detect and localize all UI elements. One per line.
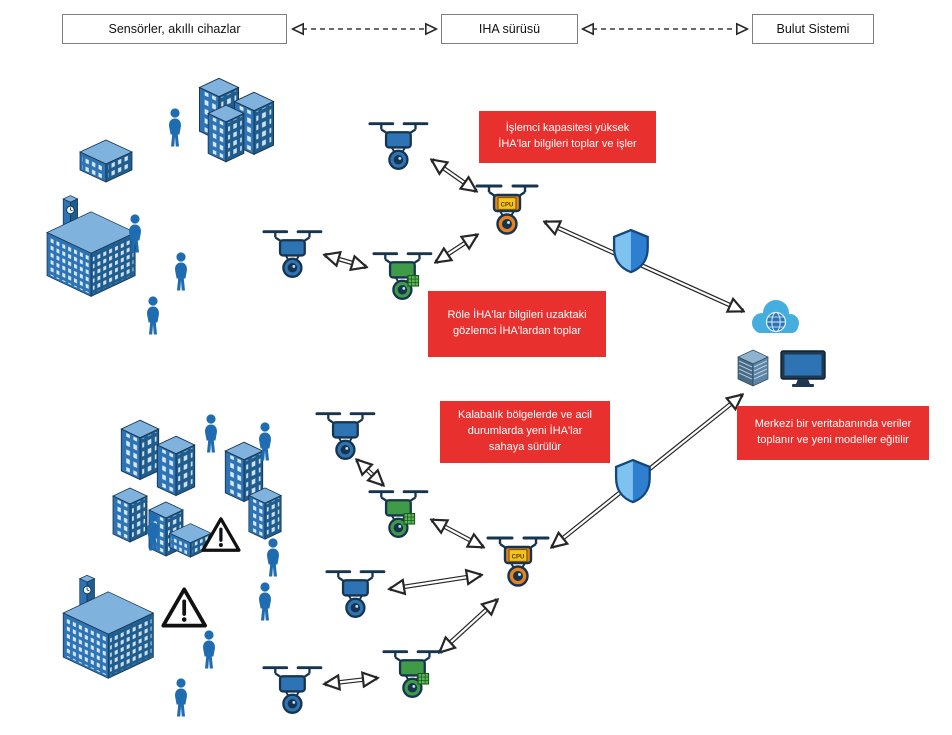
arrow-cpu1-to-cloud bbox=[545, 219, 743, 314]
observer-drone-icon bbox=[262, 230, 323, 279]
relay-drone-icon bbox=[368, 490, 429, 539]
cloud-network-icon bbox=[751, 299, 800, 334]
cpu-drone-icon: CPU bbox=[475, 184, 539, 235]
server-icon bbox=[737, 349, 769, 387]
header-label-cloud-system: Bulut Sistemi bbox=[776, 22, 850, 36]
header-box-sensors: Sensörler, akıllı cihazlar bbox=[62, 14, 287, 44]
callout-processing-text: İşlemci kapasitesi yüksek İHA'lar bilgil… bbox=[498, 122, 637, 150]
city-bottom bbox=[62, 414, 282, 717]
building-tower-icon bbox=[207, 104, 245, 163]
mesh-chip-icon bbox=[403, 512, 416, 525]
security-shield-icon bbox=[612, 228, 649, 274]
callout-processing: İşlemci kapasitesi yüksek İHA'lar bilgil… bbox=[479, 111, 656, 163]
building-tower-icon bbox=[248, 487, 282, 540]
observer-drone-icon bbox=[315, 412, 376, 461]
arrow-observer5-to-relay3 bbox=[325, 678, 377, 684]
mesh-chip-icon bbox=[417, 672, 430, 685]
header-box-swarm: IHA sürüsü bbox=[441, 14, 578, 44]
arrow-observer2-to-relay1 bbox=[325, 255, 366, 267]
factory-building-icon bbox=[46, 195, 136, 297]
arrow-observer3-to-relay2 bbox=[357, 460, 383, 485]
arrows-layer bbox=[293, 29, 747, 684]
mesh-chip-icon bbox=[407, 274, 420, 287]
city-top bbox=[46, 77, 275, 335]
cloud-datacenter bbox=[737, 299, 826, 388]
building-block-icon bbox=[79, 139, 133, 183]
header-label-sensors: Sensörler, akıllı cihazlar bbox=[108, 22, 241, 36]
arrow-observer1-to-cpu1 bbox=[432, 160, 476, 191]
person-icon bbox=[169, 108, 181, 147]
person-icon bbox=[267, 538, 279, 577]
cpu-chip-icon: CPU bbox=[497, 196, 517, 211]
callout-database: Merkezi bir veritabanında veriler toplan… bbox=[737, 406, 929, 460]
person-icon bbox=[147, 296, 159, 335]
arrow-relay1-to-cpu1 bbox=[436, 233, 477, 264]
monitor-icon bbox=[780, 350, 826, 388]
relay-drone-icon bbox=[382, 650, 443, 699]
observer-drone-icon bbox=[325, 570, 386, 619]
person-icon bbox=[175, 252, 187, 291]
arrow-observer4-to-cpu2 bbox=[390, 575, 481, 589]
person-icon bbox=[175, 678, 187, 717]
person-icon bbox=[259, 582, 271, 621]
person-icon bbox=[203, 630, 215, 669]
warning-icon bbox=[161, 587, 207, 628]
building-tower-icon bbox=[156, 435, 196, 497]
callout-relay-text: Röle İHA'lar bilgileri uzaktaki gözlemci… bbox=[447, 309, 587, 337]
observer-drone-icon bbox=[368, 122, 429, 171]
callout-database-text: Merkezi bir veritabanında veriler toplan… bbox=[754, 418, 912, 446]
header-label-swarm: IHA sürüsü bbox=[478, 22, 541, 36]
security-shield-icon bbox=[614, 458, 651, 504]
person-icon bbox=[205, 414, 217, 453]
observer-drone-icon bbox=[262, 666, 323, 715]
svg-text:CPU: CPU bbox=[501, 203, 514, 209]
relay-drone-icon bbox=[372, 252, 433, 301]
arrow-relay2-to-cpu2 bbox=[432, 517, 483, 550]
header-box-cloud-system: Bulut Sistemi bbox=[752, 14, 874, 44]
callout-relay: Röle İHA'lar bilgileri uzaktaki gözlemci… bbox=[428, 291, 606, 357]
callout-deployment-text: Kalabalık bölgelerde ve acil durumlarda … bbox=[458, 409, 592, 453]
cpu-chip-icon: CPU bbox=[508, 548, 528, 563]
factory-building-icon bbox=[62, 574, 154, 679]
building-tower-icon bbox=[112, 487, 148, 543]
building-tower-icon bbox=[120, 419, 160, 481]
svg-text:CPU: CPU bbox=[512, 555, 525, 561]
cpu-drone-icon: CPU bbox=[486, 536, 550, 587]
arrow-relay3-to-cpu2 bbox=[440, 600, 497, 652]
callout-deployment: Kalabalık bölgelerde ve acil durumlarda … bbox=[440, 401, 610, 463]
